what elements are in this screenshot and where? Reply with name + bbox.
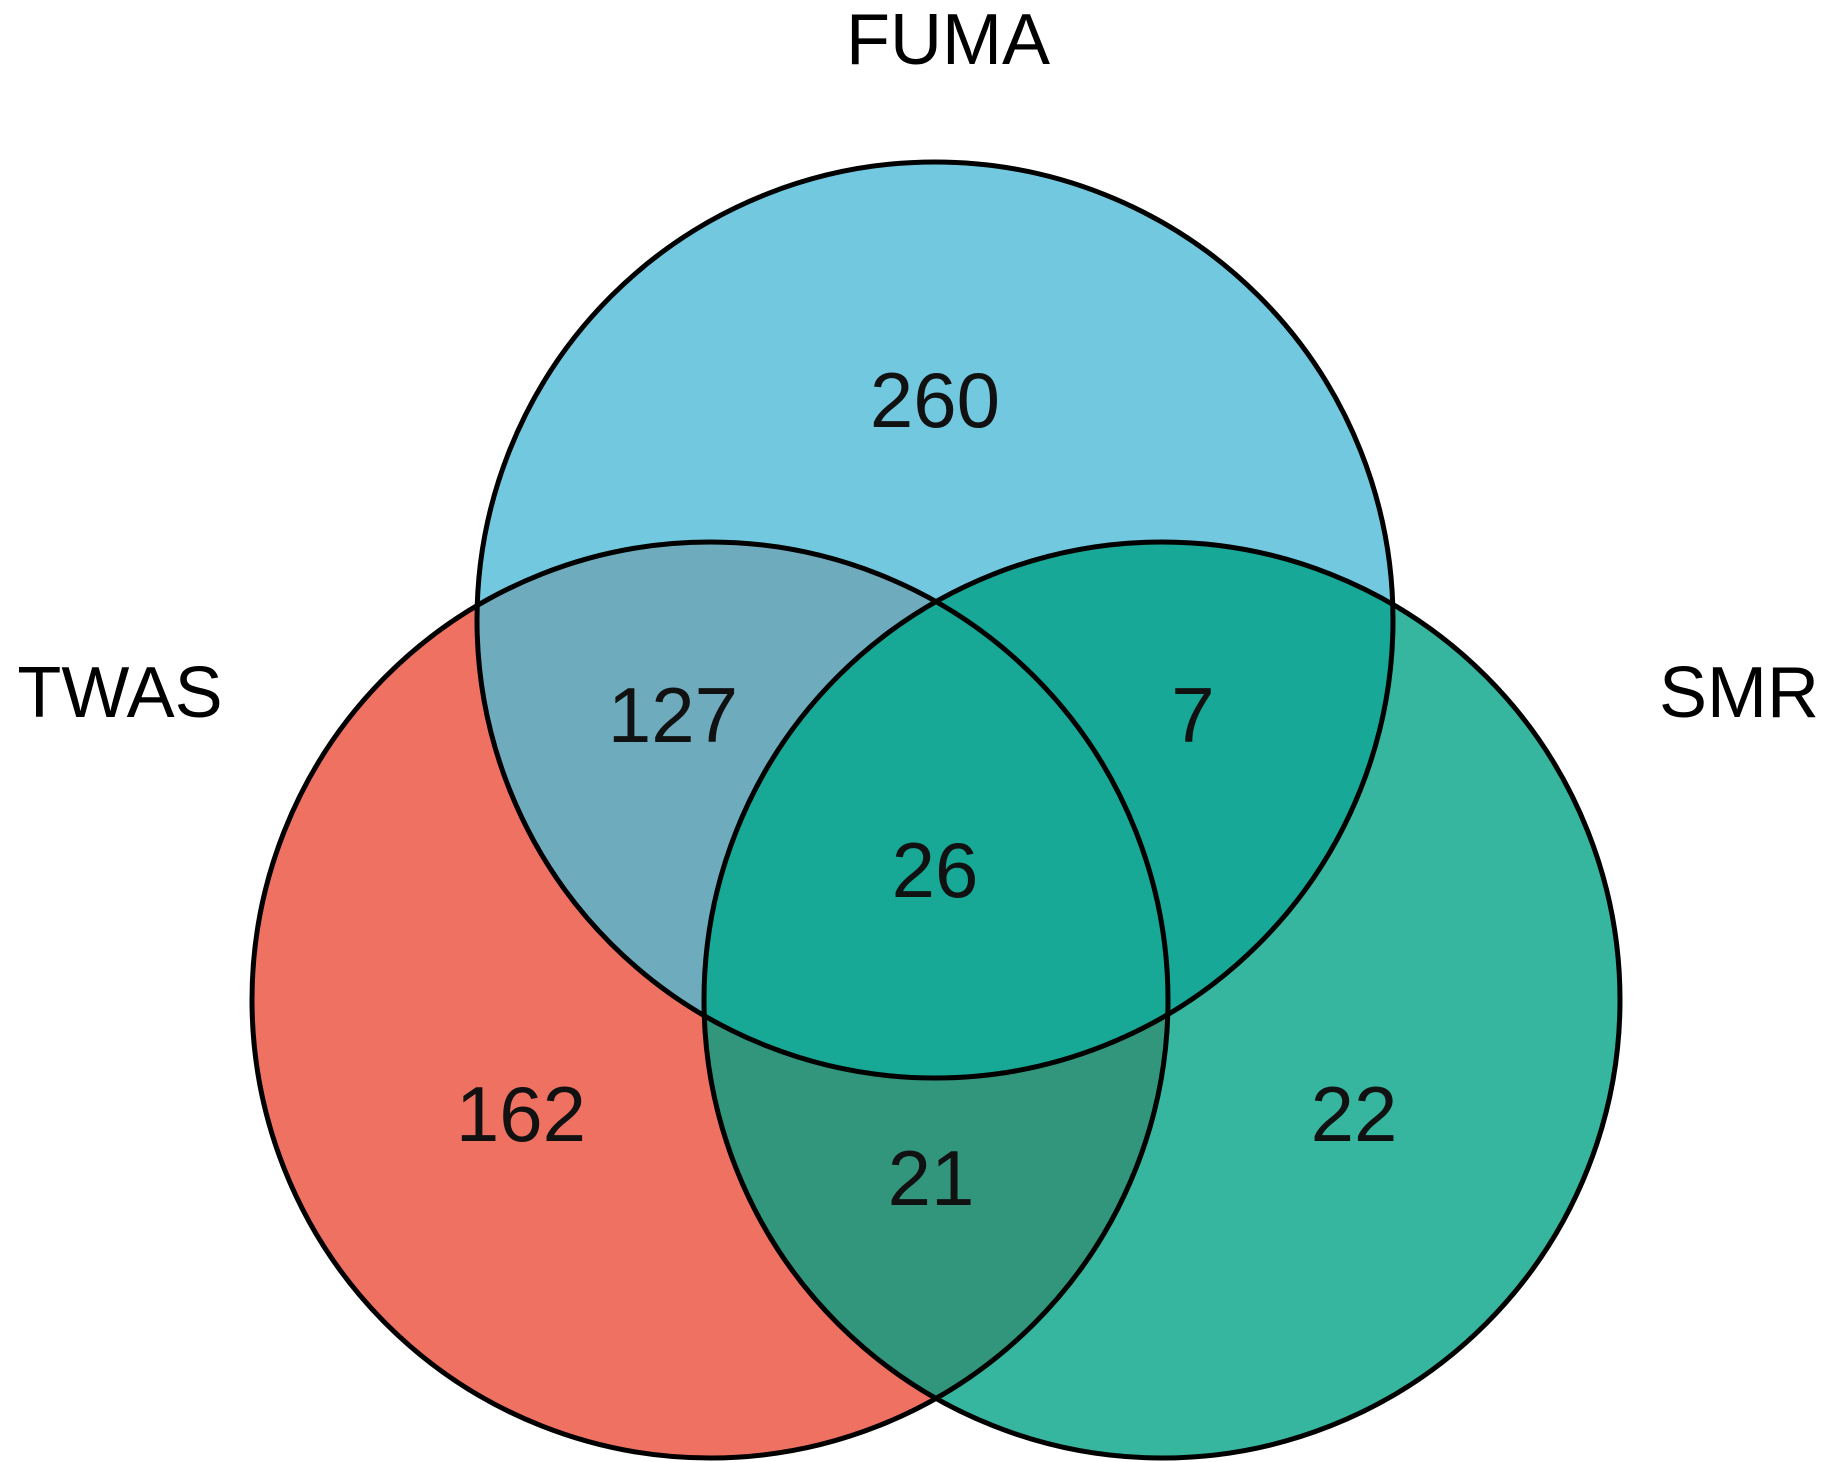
label-smr: SMR xyxy=(1659,653,1819,733)
label-fuma: FUMA xyxy=(846,0,1050,80)
outline-fuma xyxy=(474,159,1396,1081)
count-fuma-smr: 7 xyxy=(1171,671,1214,759)
label-twas: TWAS xyxy=(17,653,222,733)
outline-smr xyxy=(701,539,1623,1461)
count-twas-only: 162 xyxy=(456,1070,586,1158)
count-smr-only: 22 xyxy=(1311,1070,1398,1158)
count-twas-smr: 21 xyxy=(888,1134,975,1222)
count-all: 26 xyxy=(892,826,979,914)
count-fuma-only: 260 xyxy=(870,356,1000,444)
outline-twas xyxy=(249,539,1171,1461)
count-fuma-twas: 127 xyxy=(608,671,738,759)
